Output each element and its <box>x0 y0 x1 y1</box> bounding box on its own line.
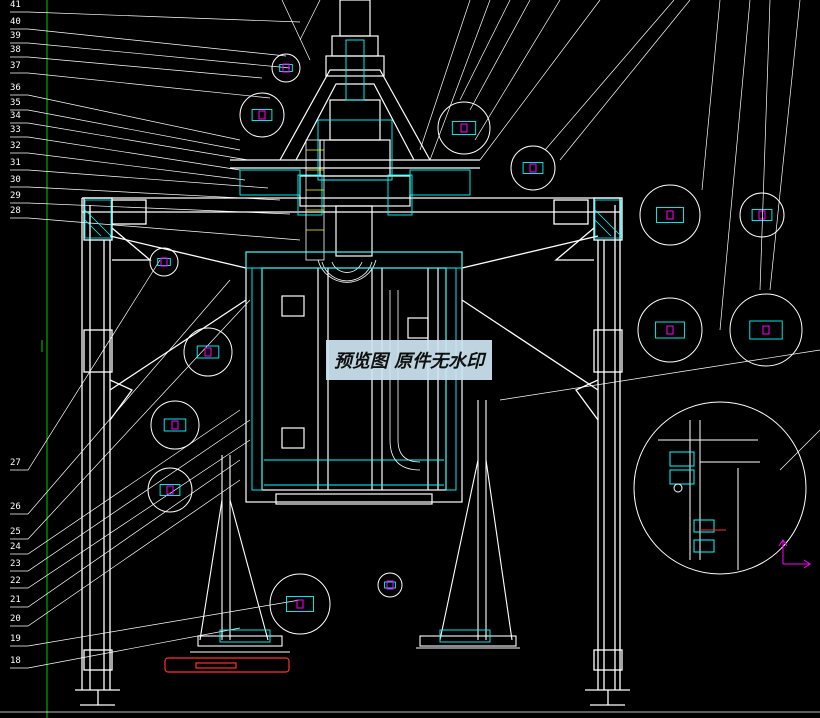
detail-circle <box>377 572 403 598</box>
callout-18: 18 <box>10 656 21 666</box>
leader-23 <box>10 419 251 572</box>
leader-32 <box>10 152 246 181</box>
leader-19 <box>10 599 301 647</box>
callout-38: 38 <box>10 45 21 55</box>
leader-39 <box>10 42 291 69</box>
detail-circle <box>183 327 233 377</box>
callout-33: 33 <box>10 125 21 135</box>
leader-31 <box>10 169 269 189</box>
leader-26 <box>10 279 231 515</box>
leader-41 <box>10 11 301 23</box>
leader-22 <box>10 439 251 589</box>
detail-circle <box>150 400 200 450</box>
leader-25 <box>10 299 251 540</box>
callout-20: 20 <box>10 614 21 624</box>
axis-indicator <box>778 539 811 569</box>
leader-27 <box>10 259 161 471</box>
detail-circle <box>239 92 285 138</box>
callout-26: 26 <box>10 502 21 512</box>
callout-37: 37 <box>10 61 21 71</box>
leader-28 <box>10 217 301 241</box>
leader-33 <box>10 136 241 171</box>
callout-35: 35 <box>10 98 21 108</box>
lower-legs <box>190 400 520 653</box>
callout-32: 32 <box>10 141 21 151</box>
callout-29: 29 <box>10 191 21 201</box>
callout-27: 27 <box>10 458 21 468</box>
callout-30: 30 <box>10 175 21 185</box>
leader-38 <box>10 56 263 79</box>
callout-39: 39 <box>10 31 21 41</box>
detail-circle <box>147 467 193 513</box>
lower-cyan <box>219 629 491 643</box>
callout-28: 28 <box>10 206 21 216</box>
leader-30 <box>10 186 281 201</box>
leader-20 <box>10 479 241 627</box>
detail-circle <box>437 101 491 155</box>
callout-40: 40 <box>10 17 21 27</box>
callout-41: 41 <box>10 0 21 10</box>
callout-36: 36 <box>10 83 21 93</box>
callout-24: 24 <box>10 542 21 552</box>
leader-40 <box>10 28 287 57</box>
base-plate <box>164 657 290 673</box>
callout-22: 22 <box>10 576 21 586</box>
drag-chain <box>389 290 421 471</box>
leader-29 <box>10 202 291 215</box>
callout-19: 19 <box>10 634 21 644</box>
detail-circle <box>149 247 179 277</box>
callout-23: 23 <box>10 559 21 569</box>
callout-25: 25 <box>10 527 21 537</box>
leader-36 <box>10 94 241 141</box>
detail-circle <box>269 573 331 635</box>
detail-views <box>147 53 803 635</box>
leader-21 <box>10 459 241 608</box>
detail-circle <box>729 293 803 367</box>
leader-34 <box>10 122 249 161</box>
leaders-top-right <box>281 0 820 471</box>
detail-circle <box>639 184 701 246</box>
watermark-text: 预览图 原件无水印 <box>333 351 485 372</box>
leader-35 <box>10 109 241 151</box>
callout-31: 31 <box>10 158 21 168</box>
leader-24 <box>10 409 241 555</box>
callout-34: 34 <box>10 111 21 121</box>
detail-view-large <box>633 401 807 575</box>
outer-frame <box>75 197 630 706</box>
leader-37 <box>10 72 271 99</box>
bevel-gear <box>305 139 377 283</box>
callout-21: 21 <box>10 595 21 605</box>
frame-corner-hatching <box>84 199 622 239</box>
watermark-banner: 预览图 原件无水印 <box>326 340 492 380</box>
detail-circle <box>637 297 703 363</box>
detail-circle <box>510 145 556 191</box>
detail-circle <box>271 53 301 83</box>
leader-18 <box>10 627 241 669</box>
